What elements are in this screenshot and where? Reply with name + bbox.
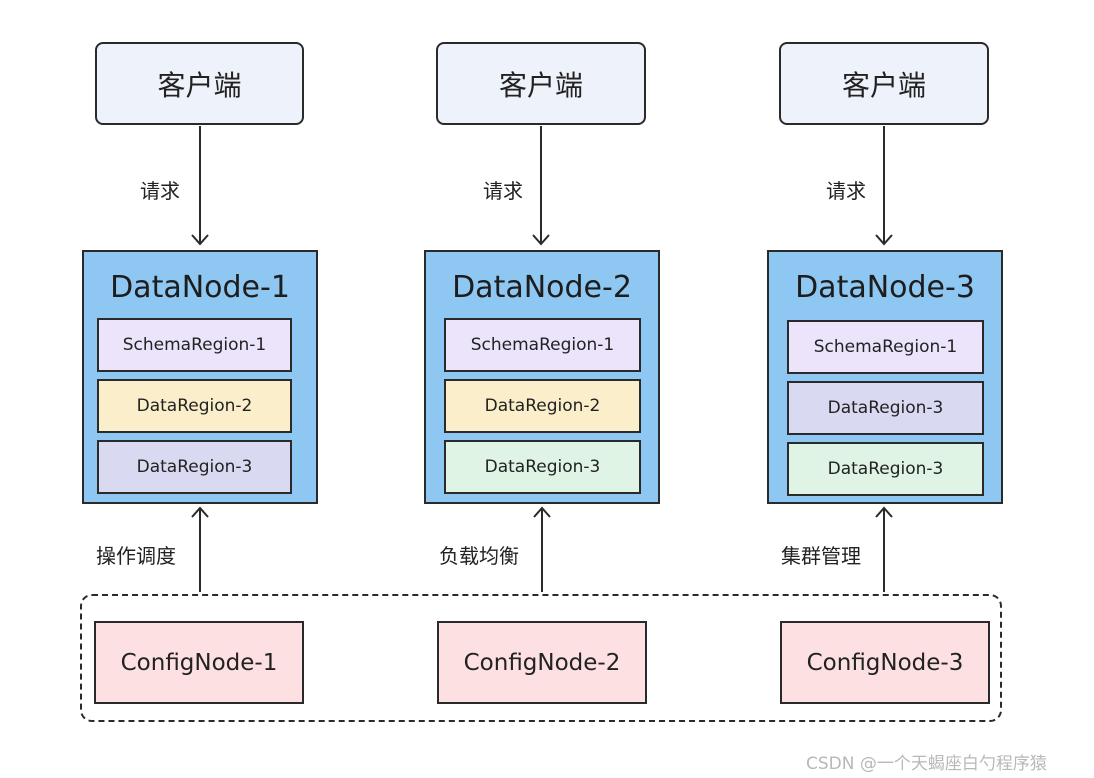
watermark: CSDN @一个天蝎座白勺程序猿 <box>806 754 1047 774</box>
datanode-title: DataNode-3 <box>795 270 975 305</box>
client-box-2: 客户端 <box>436 42 646 125</box>
client-box-3: 客户端 <box>779 42 989 125</box>
request-label-2: 请求 <box>483 179 523 203</box>
confignode-1: ConfigNode-1 <box>94 621 304 704</box>
request-arrowhead-1 <box>191 234 209 246</box>
client-label-2: 客户端 <box>498 68 583 102</box>
request-arrowhead-2 <box>532 234 550 246</box>
confignode-group <box>80 594 1002 722</box>
confignode-2: ConfigNode-2 <box>437 621 647 704</box>
request-label-1: 请求 <box>140 179 180 203</box>
mgmt-arrowhead-2 <box>533 506 551 518</box>
mgmt-label-3: 集群管理 <box>781 544 861 568</box>
datanode-title: DataNode-2 <box>452 270 632 305</box>
mgmt-arrowhead-1 <box>191 506 209 518</box>
client-label-1: 客户端 <box>157 68 242 102</box>
data-region: DataRegion-3 <box>97 440 292 494</box>
data-region: DataRegion-3 <box>787 442 984 496</box>
client-box-1: 客户端 <box>95 42 304 125</box>
schema-region: SchemaRegion-1 <box>97 318 292 372</box>
mgmt-arrowhead-3 <box>875 506 893 518</box>
schema-region: SchemaRegion-1 <box>444 318 641 372</box>
mgmt-label-2: 负载均衡 <box>439 544 519 568</box>
datanode-title: DataNode-1 <box>110 270 290 305</box>
data-region: DataRegion-2 <box>444 379 641 433</box>
datanode-2: DataNode-2 SchemaRegion-1 DataRegion-2 D… <box>424 250 660 504</box>
datanode-3: DataNode-3 SchemaRegion-1 DataRegion-3 D… <box>767 250 1003 504</box>
data-region: DataRegion-2 <box>97 379 292 433</box>
client-label-3: 客户端 <box>841 68 926 102</box>
request-label-3: 请求 <box>826 179 866 203</box>
request-arrowhead-3 <box>875 234 893 246</box>
confignode-3: ConfigNode-3 <box>780 621 990 704</box>
mgmt-label-1: 操作调度 <box>96 544 176 568</box>
data-region: DataRegion-3 <box>444 440 641 494</box>
schema-region: SchemaRegion-1 <box>787 320 984 374</box>
data-region: DataRegion-3 <box>787 381 984 435</box>
datanode-1: DataNode-1 SchemaRegion-1 DataRegion-2 D… <box>82 250 318 504</box>
